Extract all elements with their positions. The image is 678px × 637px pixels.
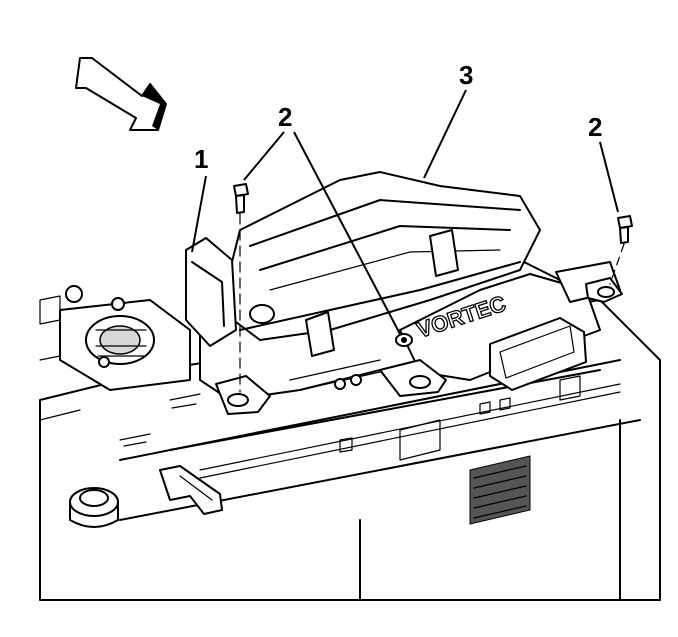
mounting-tab-center	[379, 359, 447, 397]
leader-3	[423, 89, 467, 179]
throttle-body	[39, 285, 191, 421]
leader-2-left-a	[243, 131, 285, 181]
callout-2-left: 2	[278, 102, 293, 132]
front-direction-arrow-icon	[75, 57, 167, 131]
mounting-tab-left	[215, 375, 271, 415]
leader-1	[191, 175, 207, 253]
latch-bracket	[159, 465, 223, 515]
callout-2-right: 2	[588, 112, 603, 142]
leader-2-left-b	[293, 131, 401, 335]
bolt-center	[395, 333, 413, 347]
callout-1: 1	[194, 144, 209, 174]
callout-3: 3	[459, 60, 474, 90]
plenum-markings	[119, 393, 201, 447]
reservoir-cap	[69, 487, 119, 528]
leader-lines	[191, 89, 619, 335]
vortec-logo-text: VORTEC	[414, 291, 509, 343]
bolt-left	[233, 183, 249, 393]
radiator-mesh	[469, 455, 531, 525]
mounting-tab-right	[585, 277, 623, 303]
bolt-right	[609, 215, 633, 285]
leader-2-right	[599, 141, 619, 213]
